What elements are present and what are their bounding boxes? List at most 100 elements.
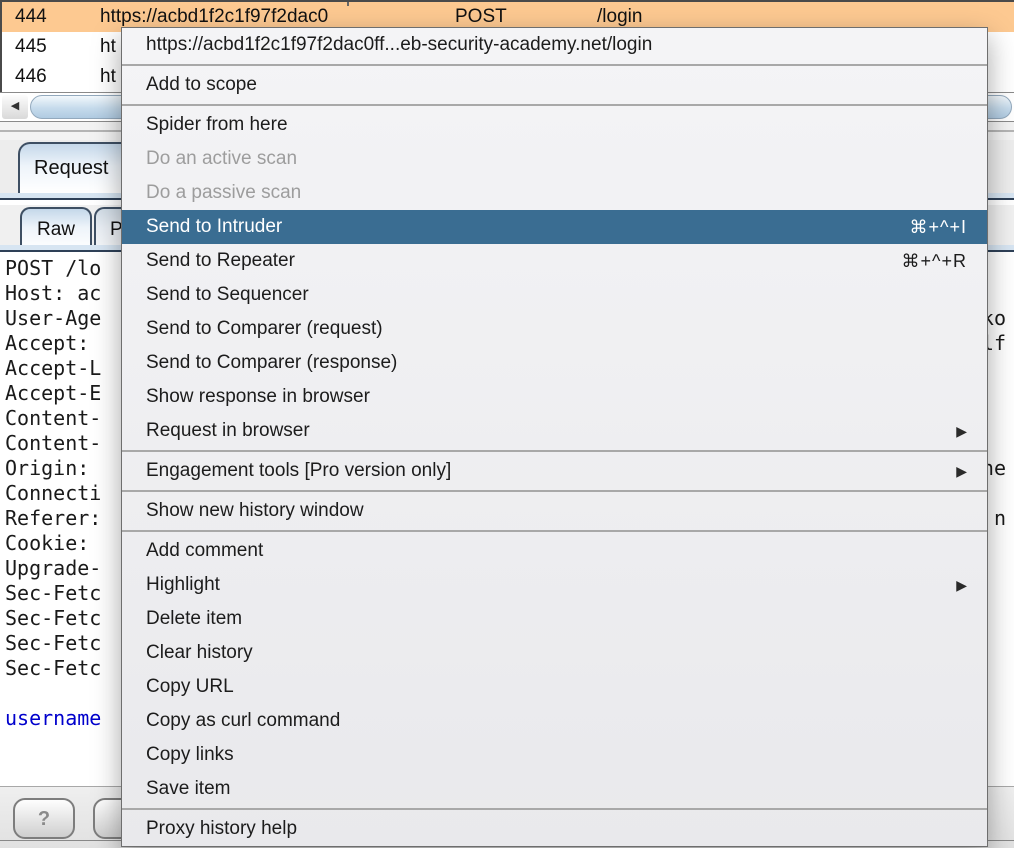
menu-item-send-to-intruder[interactable]: Send to Intruder ⌘+^+I [122,210,987,244]
menu-item-show-new-history-window[interactable]: Show new history window [122,494,987,528]
menu-item-label: Show new history window [146,500,364,521]
table-row[interactable]: 445 ht [2,32,1014,62]
menu-item-save-item[interactable]: Save item [122,772,987,806]
menu-item-label: Add comment [146,540,264,561]
menu-item-delete-item[interactable]: Delete item [122,602,987,636]
menu-item-copy-links[interactable]: Copy links [122,738,987,772]
request-line-left: Sec-Fetc [5,631,102,655]
request-line-left: Sec-Fetc [5,656,102,680]
request-line: username [0,706,1014,731]
request-line: Content- [0,431,1014,456]
menu-item-clear-history[interactable]: Clear history [122,636,987,670]
row-id: 445 [15,36,47,57]
request-line-left: username [5,706,102,730]
menu-item-label: Engagement tools [Pro version only] [146,460,452,481]
request-line: Sec-Fetc [0,606,1014,631]
menu-item-label: Copy as curl command [146,710,341,731]
request-line: Sec-Fetc [0,631,1014,656]
menu-item-label: Add to scope [146,74,257,95]
request-line-left: Upgrade- [5,556,102,580]
request-line: Upgrade- [0,556,1014,581]
menu-item-add-comment[interactable]: Add comment [122,534,987,568]
tab-request[interactable]: Request [18,142,138,193]
menu-item-label: Delete item [146,608,243,629]
request-line-left: Connecti [5,481,102,505]
scroll-left-button[interactable]: ◀ [2,95,28,119]
row-url: ht [100,36,116,57]
menu-item-label: Send to Comparer (response) [146,352,398,373]
menu-separator [122,64,987,66]
scroll-left-arrow-icon: ◀ [10,100,20,112]
request-line: Content- [0,406,1014,431]
menu-item-send-to-sequencer[interactable]: Send to Sequencer [122,278,987,312]
menu-header-url: https://acbd1f2c1f97f2dac0ff...eb-securi… [122,28,987,62]
request-line-left: Referer: [5,506,102,530]
menu-item-request-in-browser[interactable]: Request in browser ▶ [122,414,987,448]
request-line: Sec-Fetc [0,656,1014,681]
menu-item-label: Copy links [146,744,234,765]
menu-item-label: Send to Intruder [146,216,283,237]
menu-item-label: Proxy history help [146,818,298,839]
request-line: Cookie: [0,531,1014,556]
menu-item-copy-as-curl-command[interactable]: Copy as curl command [122,704,987,738]
request-line: Connecti [0,481,1014,506]
menu-item-label: Spider from here [146,114,288,135]
request-line-left: Sec-Fetc [5,606,102,630]
tab-raw-label: Raw [36,219,75,240]
menu-item-show-response-in-browser[interactable]: Show response in browser [122,380,987,414]
menu-separator [122,530,987,532]
menu-item-label: Save item [146,778,231,799]
menu-item-add-to-scope[interactable]: Add to scope [122,68,987,102]
menu-separator [122,808,987,810]
menu-item-do-a-passive-scan: Do a passive scan [122,176,987,210]
menu-separator [122,450,987,452]
menu-item-shortcut: ⌘+^+R [901,250,967,271]
menu-item-highlight[interactable]: Highlight ▶ [122,568,987,602]
request-line-left: User-Age [5,306,102,330]
row-method: POST [455,6,507,27]
menu-item-label: Send to Sequencer [146,284,309,305]
menu-item-engagement-tools-pro-version-only[interactable]: Engagement tools [Pro version only] ▶ [122,454,987,488]
menu-item-label: Highlight [146,574,220,595]
row-id: 444 [15,6,47,27]
request-line: Host: ac [0,281,1014,306]
menu-item-label: Request in browser [146,420,310,441]
menu-item-label: Send to Comparer (request) [146,318,383,339]
menu-item-send-to-comparer-request[interactable]: Send to Comparer (request) [122,312,987,346]
request-line: Sec-Fetc [0,581,1014,606]
request-line-left: Accept-E [5,381,102,405]
menu-item-send-to-comparer-response[interactable]: Send to Comparer (response) [122,346,987,380]
menu-separator [122,104,987,106]
row-url: https://acbd1f2c1f97f2dac0 [100,6,329,27]
request-line-left: Host: ac [5,281,102,305]
menu-item-label: Send to Repeater [146,250,295,271]
menu-item-copy-url[interactable]: Copy URL [122,670,987,704]
tab-params-label: P [110,219,123,240]
request-line-left: Content- [5,406,102,430]
menu-item-label: Copy URL [146,676,234,697]
menu-separator [122,490,987,492]
tab-request-label: Request [34,157,109,179]
request-line-left: POST /lo [5,256,102,280]
request-line: POST /lo [0,256,1014,281]
request-line: Accept: lf [0,331,1014,356]
menu-item-send-to-repeater[interactable]: Send to Repeater ⌘+^+R [122,244,987,278]
menu-item-spider-from-here[interactable]: Spider from here [122,108,987,142]
context-menu: https://acbd1f2c1f97f2dac0ff...eb-securi… [121,27,988,847]
request-line-right-fragment: n [993,506,1006,530]
column-divider [347,2,349,6]
table-row[interactable]: 446 ht [2,62,1014,92]
submenu-arrow-icon: ▶ [956,463,967,479]
help-button[interactable]: ? [13,798,75,839]
menu-item-label: Show response in browser [146,386,370,407]
menu-item-shortcut: ⌘+^+I [909,216,967,237]
request-line-left: Content- [5,431,102,455]
row-path: /login [597,6,643,27]
tab-raw[interactable]: Raw [20,207,92,250]
menu-item-label: https://acbd1f2c1f97f2dac0ff...eb-securi… [146,34,653,55]
menu-item-label: Clear history [146,642,253,663]
submenu-arrow-icon: ▶ [956,577,967,593]
help-label: ? [37,808,51,830]
menu-item-proxy-history-help[interactable]: Proxy history help [122,812,987,846]
